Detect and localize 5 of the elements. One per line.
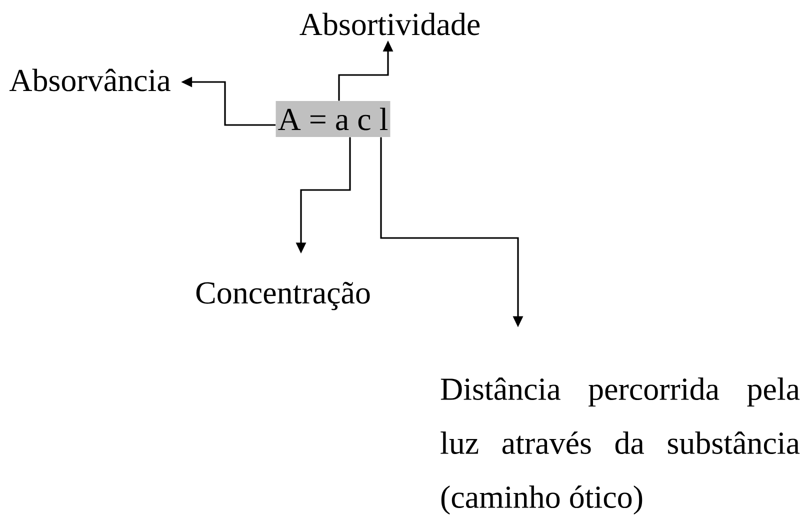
term-label: Absortividade: [300, 12, 480, 36]
term-label: Concentração: [196, 282, 370, 310]
term-label: Absorvância: [9, 68, 170, 92]
description-text: Distância percorrida pela luz através da substância (caminho ótico): [440, 377, 800, 515]
formula-box: A = a c l: [276, 101, 390, 137]
